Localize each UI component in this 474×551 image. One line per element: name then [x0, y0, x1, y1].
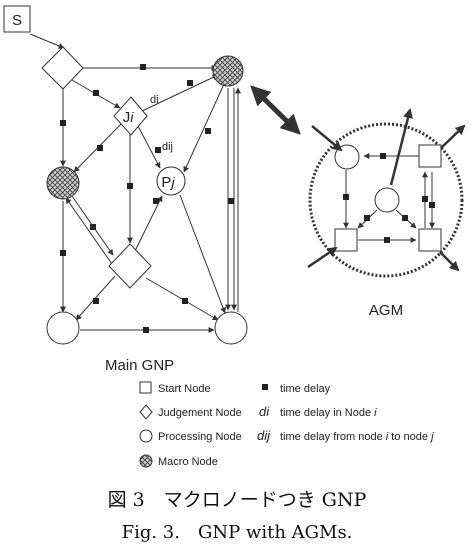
processing-node-bottom-right: [214, 311, 248, 345]
time-delay-marker: [155, 147, 161, 153]
judgement-node-ji: [113, 96, 148, 136]
agm-output-arrow-bottom-right: [439, 251, 460, 272]
start-node: S: [3, 5, 31, 33]
legend-macro-node-label: Macro Node: [158, 456, 218, 468]
time-delay-marker: [187, 80, 193, 86]
time-delay-marker: [205, 128, 211, 134]
macro-node-1: [212, 55, 244, 87]
agm-link-arrow: [250, 85, 301, 135]
time-delay-marker: [143, 327, 149, 333]
time-delay-marker: [60, 120, 66, 126]
agm-input-arrow-top-left: [311, 125, 343, 152]
time-delay-marker: [384, 237, 390, 243]
main-gnp-title: Main GNP: [105, 357, 174, 374]
agm-output-arrow-right: [440, 124, 466, 149]
processing-node-pj: [156, 166, 186, 196]
di-label: di: [150, 94, 159, 106]
legend-macro-node-icon: [139, 454, 153, 468]
time-delay-marker: [140, 64, 146, 70]
time-delay-marker: [93, 298, 99, 304]
time-delay-marker: [90, 224, 96, 230]
time-delay-marker: [380, 153, 386, 159]
edge-j2-to-pj: [134, 195, 163, 252]
legend-processing-node-label: Processing Node: [158, 431, 242, 443]
pj-label: Pj: [161, 174, 175, 191]
time-delay-marker: [343, 194, 349, 200]
legend-dij-text: time delay from node i to node j: [280, 431, 434, 443]
legend-time-delay-icon: [262, 384, 268, 390]
macro-node-2: [46, 166, 80, 200]
judgement-node-2: [108, 243, 152, 289]
legend-time-delay-label: time delay: [280, 383, 331, 395]
agm-judgement-node-bottom-right: [418, 228, 442, 252]
time-delay-marker: [364, 215, 370, 221]
legend-start-node-icon: [139, 381, 152, 394]
agm-judgement-node-bottom-left: [334, 228, 358, 252]
edge-ji-to-pj: [137, 125, 161, 169]
agm-output-arrow-top: [389, 108, 413, 186]
judgement-node-1: [41, 46, 84, 90]
processing-node-bottom-left: [46, 311, 80, 345]
edge-start-to-j1: [29, 33, 65, 49]
agm-input-arrow-bottom-left: [307, 246, 338, 269]
time-delay-marker: [182, 298, 188, 304]
time-delay-marker: [93, 90, 99, 96]
time-delay-markers: [60, 64, 234, 333]
edge-macro1-to-pj: [183, 83, 225, 173]
legend-di-text: time delay in Node i: [280, 407, 377, 419]
time-delay-marker: [429, 202, 435, 208]
time-delay-marker: [127, 183, 133, 189]
legend-di-symbol: di: [259, 404, 270, 419]
legend-judgement-node-icon: [139, 404, 153, 420]
edge-ji-to-macro1: [139, 74, 219, 113]
agm-module: AGM: [307, 108, 466, 319]
caption-japanese: 図 3 マクロノードつき GNP: [108, 489, 367, 511]
time-delay-marker: [153, 198, 159, 204]
ji-label: Ji: [123, 109, 135, 126]
legend-start-node-label: Start Node: [158, 383, 211, 395]
agm-title: AGM: [369, 302, 403, 319]
time-delay-marker: [422, 196, 428, 202]
agm-processing-node-center: [374, 187, 400, 213]
dij-label: dij: [162, 141, 173, 153]
time-delay-marker: [402, 215, 408, 221]
edge-pj-to-br: [179, 194, 226, 314]
legend-dij-symbol: dij: [257, 428, 271, 443]
legend-judgement-node-label: Judgement Node: [158, 407, 242, 419]
agm-judgement-node-top-right: [418, 144, 442, 168]
caption-english: Fig. 3. GNP with AGMs.: [122, 522, 353, 543]
agm-external-arrows: [307, 108, 466, 272]
agm-time-delays: [343, 153, 435, 243]
legend: Start Node time delay Judgement Node di …: [139, 381, 434, 468]
time-delay-marker: [228, 198, 234, 204]
start-node-label: S: [12, 12, 22, 29]
legend-processing-node-icon: [139, 429, 153, 443]
time-delay-marker: [97, 145, 103, 151]
time-delay-marker: [60, 250, 66, 256]
edge-j2-to-macro2-b: [65, 197, 113, 265]
